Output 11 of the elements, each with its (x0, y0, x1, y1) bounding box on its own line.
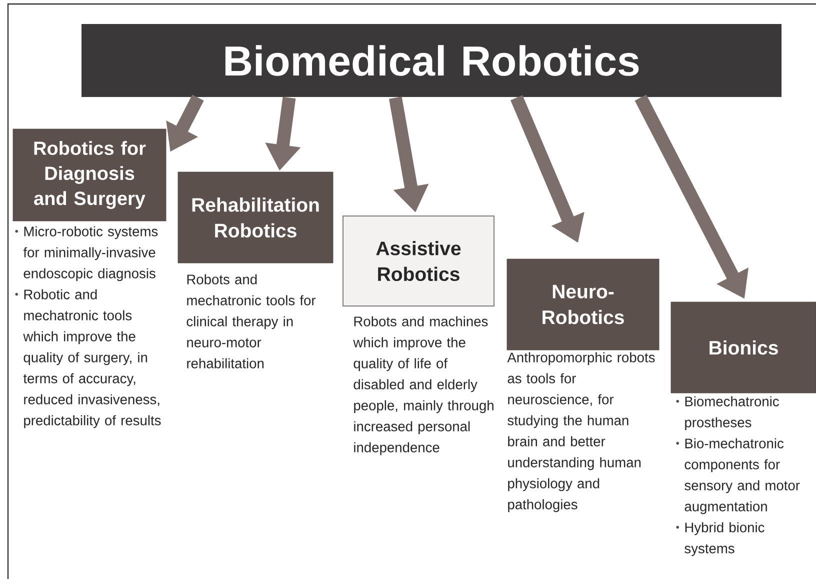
description-text: Robots and machines which improve the quality of life of disabled and elderly people, mainly through increased personal independence (353, 316, 494, 456)
category-box: Neuro-Robotics (506, 258, 660, 350)
bullet-list: Micro-robotic systems for minimally-invasive endoscopic diagnosis Robotic and mechatronic tools which improve the quality of surgery, in terms of accuracy, reduced invasiveness, predictability of results (15, 226, 161, 428)
description-text: Anthropomorphic robots as tools for neuroscience, for studying the human brain and better understanding human physiology and pathologies (507, 352, 655, 512)
category-box: Bionics (670, 302, 816, 394)
category-box: Assistive Robotics (342, 216, 494, 306)
title-banner: Biomedical Robotics (82, 24, 782, 97)
category-box: Rehabilitation Robotics (178, 172, 334, 264)
bullet-list: Biomechatronic prostheses Bio-mechatronic components for sensory and motor augmentation Hybrid bionic systems (676, 396, 800, 556)
description-text: Robots and mechatronic tools for clinical therapy in neuro-motor rehabilitation (186, 274, 316, 368)
category-box: Robotics for Diagnosis and Surgery (12, 128, 166, 222)
